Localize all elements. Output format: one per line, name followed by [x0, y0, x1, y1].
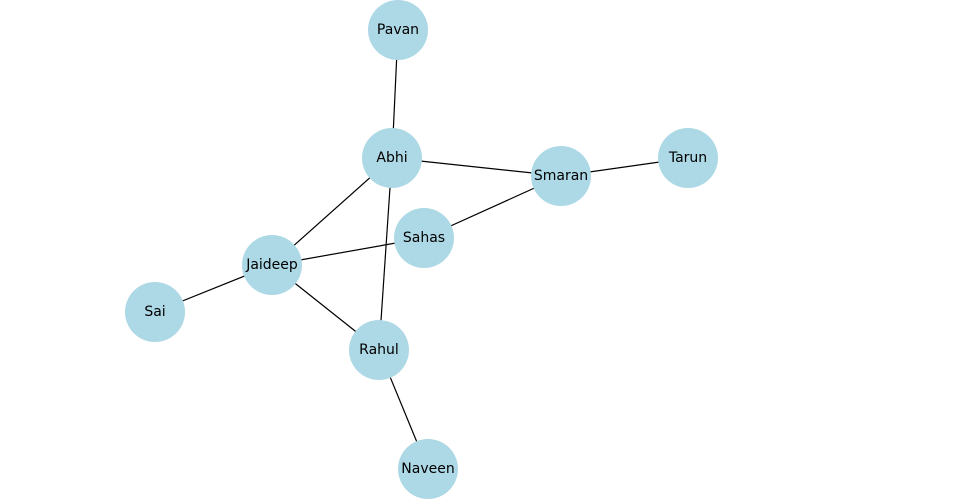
- node-sahas[interactable]: Sahas: [394, 208, 454, 268]
- node-label: Sai: [144, 304, 165, 320]
- node-circle[interactable]: [531, 146, 591, 206]
- node-circle[interactable]: [242, 235, 302, 295]
- node-circle[interactable]: [394, 208, 454, 268]
- node-smaran[interactable]: Smaran: [531, 146, 591, 206]
- node-circle[interactable]: [349, 320, 409, 380]
- node-label: Rahul: [359, 342, 399, 358]
- node-label: Pavan: [377, 22, 419, 38]
- edge-abhi-rahul: [378, 157, 393, 351]
- node-naveen[interactable]: Naveen: [398, 439, 458, 499]
- node-circle[interactable]: [398, 439, 458, 499]
- node-label: Smaran: [534, 168, 588, 184]
- node-label: Tarun: [668, 150, 707, 166]
- node-label: Abhi: [376, 150, 407, 166]
- node-label: Jaideep: [245, 257, 298, 273]
- node-circle[interactable]: [362, 128, 422, 188]
- node-tarun[interactable]: Tarun: [658, 128, 718, 188]
- node-circle[interactable]: [125, 282, 185, 342]
- node-pavan[interactable]: Pavan: [368, 0, 428, 60]
- node-circle[interactable]: [368, 0, 428, 60]
- node-abhi[interactable]: Abhi: [362, 128, 422, 188]
- node-label: Sahas: [403, 230, 445, 246]
- node-label: Naveen: [401, 461, 454, 477]
- node-sai[interactable]: Sai: [125, 282, 185, 342]
- node-rahul[interactable]: Rahul: [349, 320, 409, 380]
- node-jaideep[interactable]: Jaideep: [242, 235, 302, 295]
- node-circle[interactable]: [658, 128, 718, 188]
